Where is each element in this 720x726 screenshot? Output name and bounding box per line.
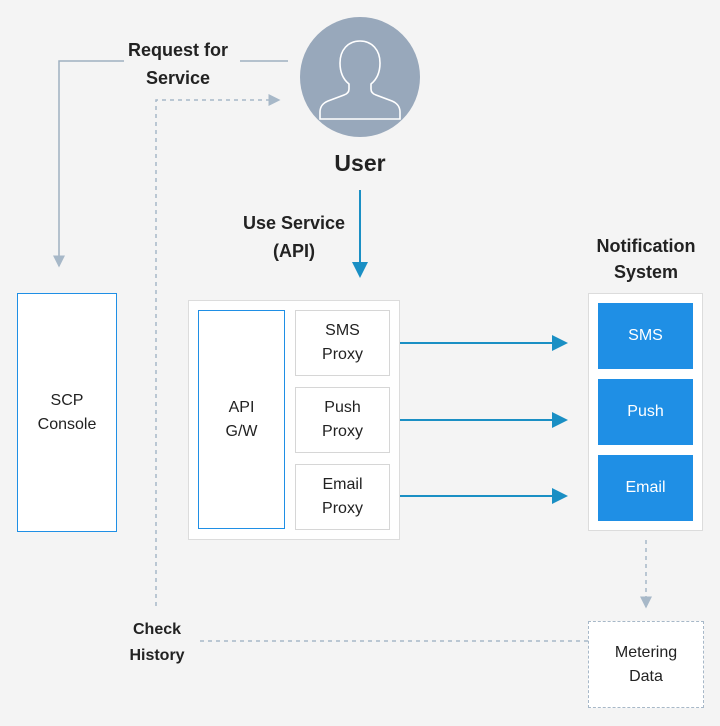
metering-data-label: Metering Data: [614, 643, 678, 685]
request-for-service-label: Request for Service: [127, 40, 228, 88]
email-channel-label: Email: [625, 479, 666, 496]
email-proxy-box: Email Proxy: [295, 464, 390, 530]
scp-console-box: SCP Console: [17, 293, 117, 532]
metering-data-box: Metering Data: [588, 621, 704, 708]
check-history-label: Check History: [129, 621, 185, 664]
sms-proxy-box: SMS Proxy: [295, 310, 390, 376]
email-proxy-label: Email Proxy: [322, 476, 363, 517]
user-label: User: [334, 150, 386, 176]
sms-proxy-label: SMS Proxy: [322, 322, 363, 363]
user-avatar-icon: [300, 17, 420, 137]
check-history-line: [155, 94, 281, 606]
sms-channel-label: SMS: [628, 327, 663, 344]
notification-system-title: Notification System: [596, 236, 696, 282]
push-proxy-box: Push Proxy: [295, 387, 390, 453]
use-service-api-label: Use Service (API): [242, 213, 346, 261]
push-proxy-label: Push Proxy: [322, 399, 363, 440]
push-channel-label: Push: [627, 403, 664, 420]
api-gw-label: API G/W: [225, 398, 258, 440]
sms-channel-box: SMS: [598, 303, 693, 369]
api-gw-box: API G/W: [198, 310, 285, 529]
request-line-left: [53, 60, 124, 268]
scp-console-label: SCP Console: [37, 391, 97, 433]
email-channel-box: Email: [598, 455, 693, 521]
push-channel-box: Push: [598, 379, 693, 445]
